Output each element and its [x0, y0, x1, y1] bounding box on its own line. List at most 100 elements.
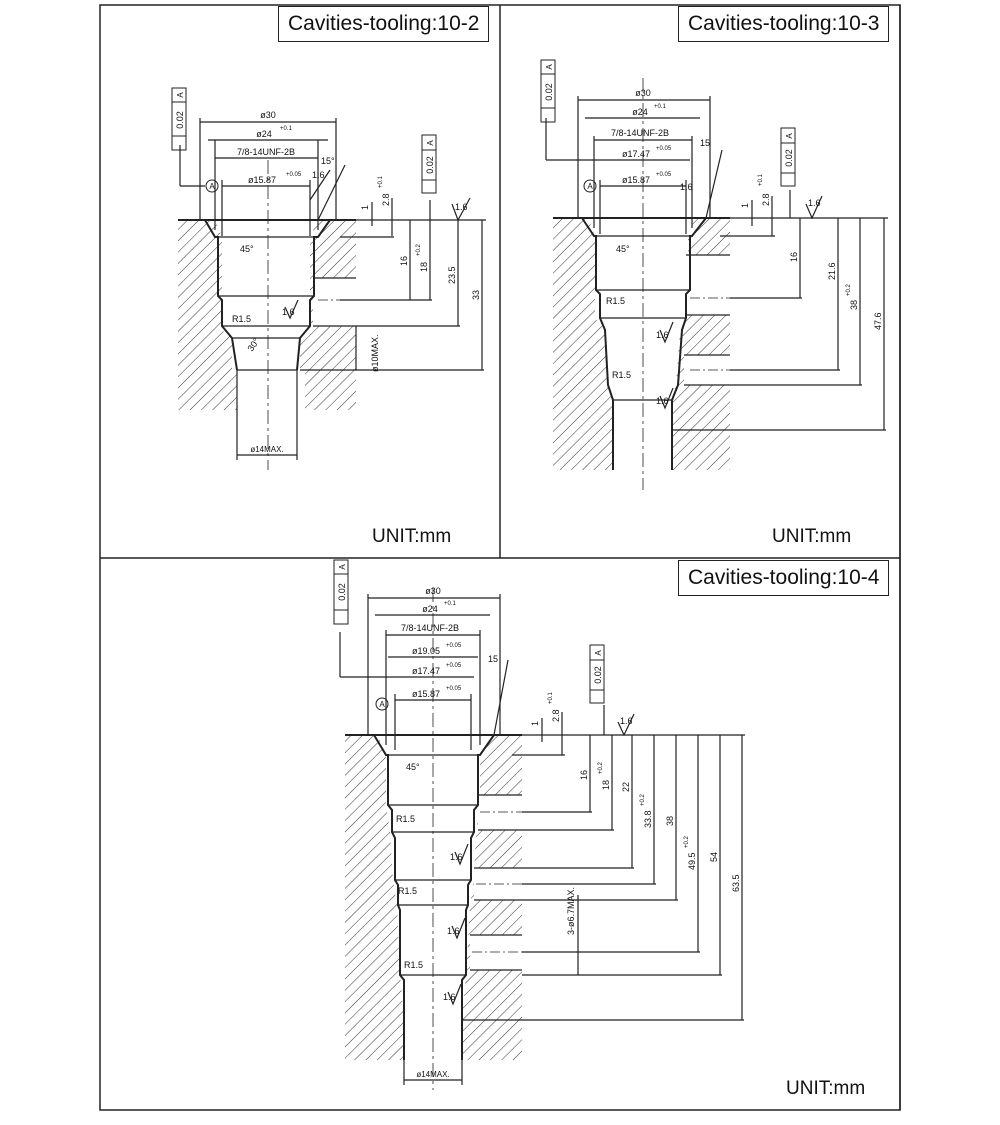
- datum-a: A: [209, 182, 215, 191]
- tol-od24: +0.1: [654, 104, 667, 110]
- panel-10-3-labels: ø30 ø24 +0.1 7/8-14UNF-2B ø17.47 +0.05 ø…: [544, 64, 883, 406]
- finish-top: 1.6: [808, 198, 821, 208]
- tol-33-8: +0.2: [640, 793, 646, 806]
- dim-thread: 7/8-14UNF-2B: [237, 147, 295, 157]
- dim-od15: ø15.87: [622, 175, 650, 185]
- flatness-value: 0.02: [784, 149, 794, 167]
- panel-title-10-2: Cavities-tooling:10-2: [278, 6, 490, 42]
- tol-depth: +0.1: [548, 691, 554, 704]
- material-hatch-left: [178, 220, 237, 410]
- dim-od24: ø24: [632, 107, 648, 117]
- finish-cavity-2: 1.6: [447, 926, 460, 936]
- dim-63-5: 63.5: [731, 874, 741, 892]
- dim-od30: ø30: [425, 586, 441, 596]
- radius-3: R1.5: [404, 960, 423, 970]
- unit-label-10-2: UNIT:mm: [372, 526, 452, 547]
- dia-bottom: ø14MAX.: [416, 1070, 449, 1079]
- concentricity-value: 0.02: [544, 83, 554, 101]
- dim-38: 38: [849, 300, 859, 310]
- panel-10-4-drawing: [339, 588, 745, 1090]
- finish-cavity-3: 1.6: [443, 992, 456, 1002]
- radius-1: R1.5: [396, 814, 415, 824]
- unit-label-10-4: UNIT:mm: [786, 1078, 866, 1099]
- material-hatch-left: [345, 735, 404, 1060]
- flatness-datum: A: [785, 133, 794, 139]
- finish-angle: 1.6: [680, 182, 693, 192]
- gdt-frames: [171, 59, 796, 711]
- depth-2-8: 2.8: [761, 193, 771, 206]
- tol-depth: +0.1: [378, 175, 384, 188]
- chamfer: 45°: [406, 762, 420, 772]
- tol-od15: +0.05: [286, 172, 302, 178]
- panel-title-10-3: Cavities-tooling:10-3: [678, 6, 890, 42]
- dim-54: 54: [709, 852, 719, 862]
- concentricity-value: 0.02: [175, 111, 185, 129]
- chamfer: 45°: [240, 244, 254, 254]
- dim-47-6: 47.6: [873, 312, 883, 330]
- flatness-value: 0.02: [593, 666, 603, 684]
- radius-2: R1.5: [612, 370, 631, 380]
- finish-cavity-1: 1.6: [656, 330, 669, 340]
- depth-1: 1: [740, 203, 750, 208]
- dim-od17: ø17.47: [412, 666, 440, 676]
- depth-1: 1: [360, 205, 370, 210]
- panel-10-2-drawing: [178, 118, 486, 470]
- dim-18: 18: [419, 262, 429, 272]
- datum-a: A: [587, 182, 593, 191]
- dim-33: 33: [471, 290, 481, 300]
- radius-1: R1.5: [606, 296, 625, 306]
- unit-label-10-3: UNIT:mm: [772, 526, 852, 547]
- flatness-datum: A: [426, 140, 435, 146]
- dim-od15: ø15.87: [248, 175, 276, 185]
- tol-od15: +0.05: [656, 172, 672, 178]
- frames: [99, 4, 901, 1111]
- radius: R1.5: [232, 314, 251, 324]
- dia-bottom: ø14MAX.: [250, 445, 283, 454]
- tol-18: +0.2: [598, 761, 604, 774]
- panel-10-3-drawing: [545, 78, 888, 490]
- dim-18: 18: [601, 780, 611, 790]
- finish-angle: 1.6: [312, 170, 325, 180]
- tol-18: +0.2: [416, 243, 422, 256]
- angle-top: 15: [700, 138, 710, 148]
- flatness-datum: A: [594, 650, 603, 656]
- datum-a: A: [379, 700, 385, 709]
- material-hatch-left: [553, 218, 613, 470]
- panel-10-4-labels: ø30 ø24 +0.1 7/8-14UNF-2B ø19.05 +0.05 ø…: [337, 564, 741, 1079]
- dim-thread: 7/8-14UNF-2B: [401, 623, 459, 633]
- dim-21-6: 21.6: [827, 262, 837, 280]
- flatness-value: 0.02: [425, 156, 435, 174]
- concentricity-datum: A: [545, 64, 554, 70]
- tol-od15: +0.05: [446, 686, 462, 692]
- dia-mid: ø10MAX.: [370, 334, 380, 372]
- dim-16: 16: [399, 256, 409, 266]
- tol-49-5: +0.2: [684, 835, 690, 848]
- finish-cavity-2: 1.6: [656, 396, 669, 406]
- tol-od24: +0.1: [280, 126, 293, 132]
- concentricity-datum: A: [338, 564, 347, 570]
- dim-od19: ø19.05: [412, 646, 440, 656]
- tol-38: +0.2: [846, 283, 852, 296]
- dim-od24: ø24: [256, 129, 272, 139]
- dim-49-5: 49.5: [687, 852, 697, 870]
- radius-2: R1.5: [398, 886, 417, 896]
- finish-top: 1.6: [455, 202, 468, 212]
- dim-33-8: 33.8: [643, 810, 653, 828]
- tol-od24: +0.1: [444, 601, 457, 607]
- angle-top: 15: [488, 654, 498, 664]
- depth-2-8: 2.8: [551, 709, 561, 722]
- concentricity-value: 0.02: [337, 583, 347, 601]
- dim-16: 16: [789, 252, 799, 262]
- dim-od17: ø17.47: [622, 149, 650, 159]
- tol-depth: +0.1: [758, 173, 764, 186]
- tol-od17: +0.05: [656, 146, 672, 152]
- dim-thread: 7/8-14UNF-2B: [611, 128, 669, 138]
- ports: 3-ø6.7MAX.: [566, 887, 576, 935]
- depth-1: 1: [530, 721, 540, 726]
- depth-2-8: 2.8: [381, 193, 391, 206]
- tol-od19: +0.05: [446, 643, 462, 649]
- finish-cavity-1: 1.6: [450, 852, 463, 862]
- angle-top: 15°: [321, 156, 335, 166]
